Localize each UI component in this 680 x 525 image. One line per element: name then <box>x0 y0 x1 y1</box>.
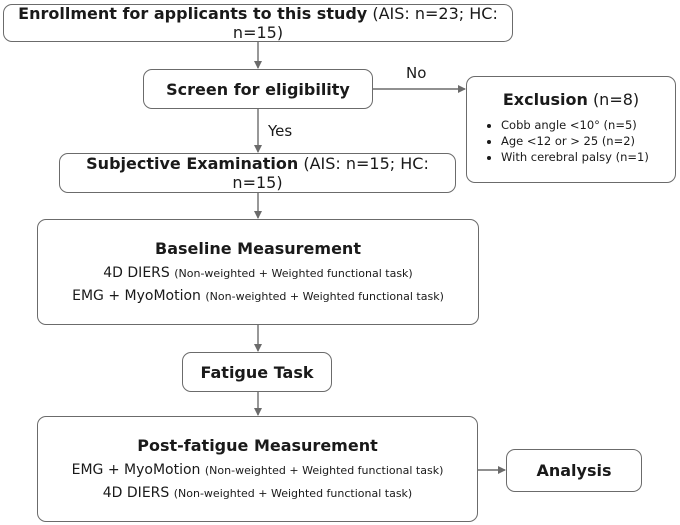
subjective-detail: (AIS: n=15; HC: n=15) <box>232 154 429 192</box>
baseline-measurement-box: Baseline Measurement 4D DIERS (Non-weigh… <box>37 219 479 325</box>
post-fatigue-measurement-box: Post-fatigue Measurement EMG + MyoMotion… <box>37 416 478 522</box>
exclusion-box: Exclusion (n=8) Cobb angle <10° (n=5) Ag… <box>466 76 676 183</box>
post-line1-main: EMG + MyoMotion <box>71 461 201 478</box>
baseline-line1-main: 4D DIERS <box>103 264 170 281</box>
enrollment-title: Enrollment for applicants to this study <box>18 4 368 23</box>
screen-title: Screen for eligibility <box>166 79 350 99</box>
post-line-2: 4D DIERS (Non-weighted + Weighted functi… <box>103 482 412 505</box>
post-line-1: EMG + MyoMotion (Non-weighted + Weighted… <box>72 459 444 482</box>
fatigue-task-box: Fatigue Task <box>182 352 332 392</box>
post-line1-note: (Non-weighted + Weighted functional task… <box>204 463 444 477</box>
subjective-title: Subjective Examination <box>86 154 299 173</box>
exclusion-item-age: Age <12 or > 25 (n=2) <box>501 133 675 149</box>
baseline-line-2: EMG + MyoMotion (Non-weighted + Weighted… <box>72 285 444 308</box>
analysis-title: Analysis <box>536 461 612 480</box>
post-line2-main: 4D DIERS <box>102 484 170 501</box>
edge-label-no: No <box>406 64 427 82</box>
post-line2-note: (Non-weighted + Weighted functional task… <box>173 486 413 500</box>
exclusion-item-cerebral-palsy: With cerebral palsy (n=1) <box>501 149 675 165</box>
exclusion-item-cobb: Cobb angle <10° (n=5) <box>501 117 675 133</box>
baseline-title: Baseline Measurement <box>155 238 361 258</box>
baseline-line2-note: (Non-weighted + Weighted functional task… <box>205 289 444 303</box>
analysis-box: Analysis <box>506 449 642 492</box>
subjective-exam-box: Subjective Examination (AIS: n=15; HC: n… <box>59 153 456 193</box>
baseline-line1-note: (Non-weighted + Weighted functional task… <box>174 266 413 280</box>
edge-label-yes: Yes <box>268 122 293 140</box>
baseline-line2-main: EMG + MyoMotion <box>72 287 201 304</box>
exclusion-count: (n=8) <box>592 90 640 109</box>
exclusion-title: Exclusion <box>502 90 588 109</box>
fatigue-title: Fatigue Task <box>200 362 314 382</box>
enrollment-box: Enrollment for applicants to this study … <box>3 4 513 42</box>
exclusion-list: Cobb angle <10° (n=5) Age <12 or > 25 (n… <box>467 117 675 165</box>
post-title: Post-fatigue Measurement <box>137 435 378 455</box>
enrollment-detail: (AIS: n=23; HC: n=15) <box>232 4 498 42</box>
screen-eligibility-box: Screen for eligibility <box>143 69 373 109</box>
baseline-line-1: 4D DIERS (Non-weighted + Weighted functi… <box>103 262 412 285</box>
